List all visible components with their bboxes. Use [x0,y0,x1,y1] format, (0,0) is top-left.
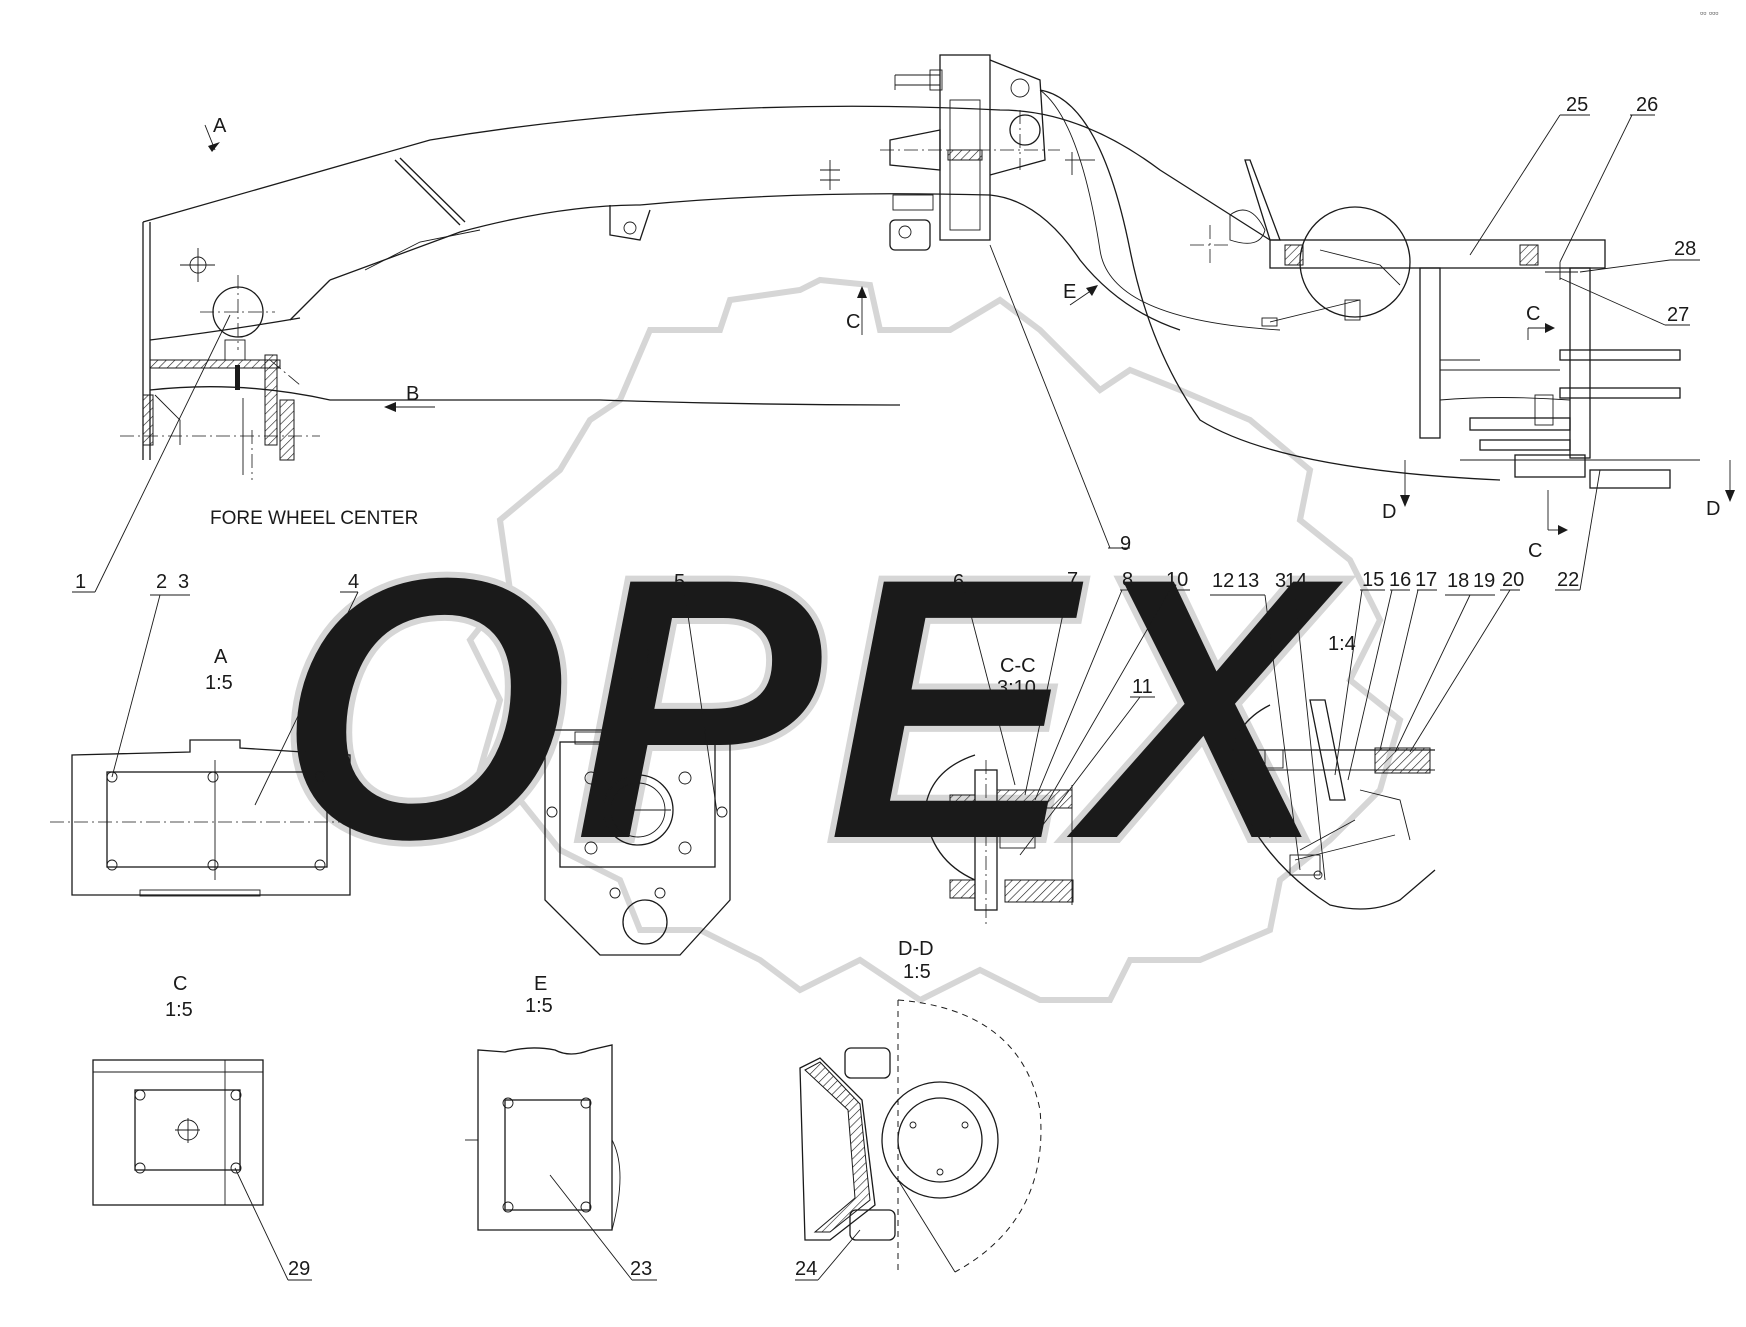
view-dd-scale: 1:5 [903,961,931,983]
marker-e: E [1063,281,1076,303]
view-cc-scale: 3:10 [997,677,1036,699]
part-10: 10 [1166,569,1188,591]
part-26: 26 [1636,94,1658,116]
view-e-scale: 1:5 [525,995,553,1017]
part-19: 19 [1473,570,1495,592]
detail-scale: 1:4 [1328,633,1356,655]
view-a: A 1:5 [50,646,385,897]
watermark-text: OPEX [275,496,1351,921]
part-25: 25 [1566,94,1588,116]
part-2: 2 [156,571,167,593]
part-8: 8 [1122,569,1133,591]
part-15: 15 [1362,569,1384,591]
part-9: 9 [1120,533,1131,555]
part-16: 16 [1389,569,1411,591]
part-14: 14 [1285,570,1307,592]
part-22: 22 [1557,569,1579,591]
watermark: OPEX [272,276,1404,1004]
view-dd-name: D-D [898,938,934,960]
view-c: C 1:5 [92,973,264,1206]
view-dd: D-D 1:5 [799,938,1042,1273]
marker-c-top: C [846,311,860,333]
view-a-name: A [214,646,228,668]
view-c-name: C [173,973,187,995]
detail-1-4: 1:4 [1230,633,1436,910]
part-4: 4 [348,571,359,593]
part-11: 11 [1132,676,1153,698]
view-b-bolts [546,771,728,899]
marker-c-right-bottom: C [1528,540,1542,562]
fore-wheel-center-note: FORE WHEEL CENTER [210,508,418,529]
view-b-name: B [638,646,651,668]
part-1: 1 [75,571,86,593]
marker-d-left: D [1382,501,1396,523]
part-5: 5 [674,571,685,593]
part-29: 29 [288,1258,310,1280]
part-3a: 3 [178,571,189,593]
part-20: 20 [1502,569,1524,591]
part-17: 17 [1415,569,1437,591]
part-3b: 3 [1275,570,1286,592]
part-6: 6 [953,571,964,593]
view-e: E 1:5 [465,973,621,1231]
main-assembly-view: A B C C C D D E FORE WHEEL CENTER [120,54,1735,562]
part-13: 13 [1237,570,1259,592]
marker-d-right: D [1706,498,1720,520]
view-e-name: E [534,973,547,995]
view-cc: C-C 3:10 [924,655,1074,925]
marker-c-right-top: C [1526,303,1540,325]
part-27: 27 [1667,304,1689,326]
marker-a: A [213,115,227,137]
view-c-scale: 1:5 [165,999,193,1021]
part-7: 7 [1067,569,1078,591]
part-callouts: 1 2 3 4 5 6 7 8 9 10 11 12 13 [72,94,1700,1281]
view-a-bolts [106,771,326,871]
part-23: 23 [630,1258,652,1280]
view-a-scale: 1:5 [205,672,233,694]
part-28: 28 [1674,238,1696,260]
view-b-scale: 1:5 [629,672,657,694]
part-12: 12 [1212,570,1234,592]
part-18: 18 [1447,570,1469,592]
part-24: 24 [795,1258,817,1280]
marker-b: B [406,383,419,405]
view-cc-name: C-C [1000,655,1036,677]
view-b: B 1:5 [544,646,731,956]
corner-mark: ▫▫ ▫▫▫ [1700,8,1718,18]
